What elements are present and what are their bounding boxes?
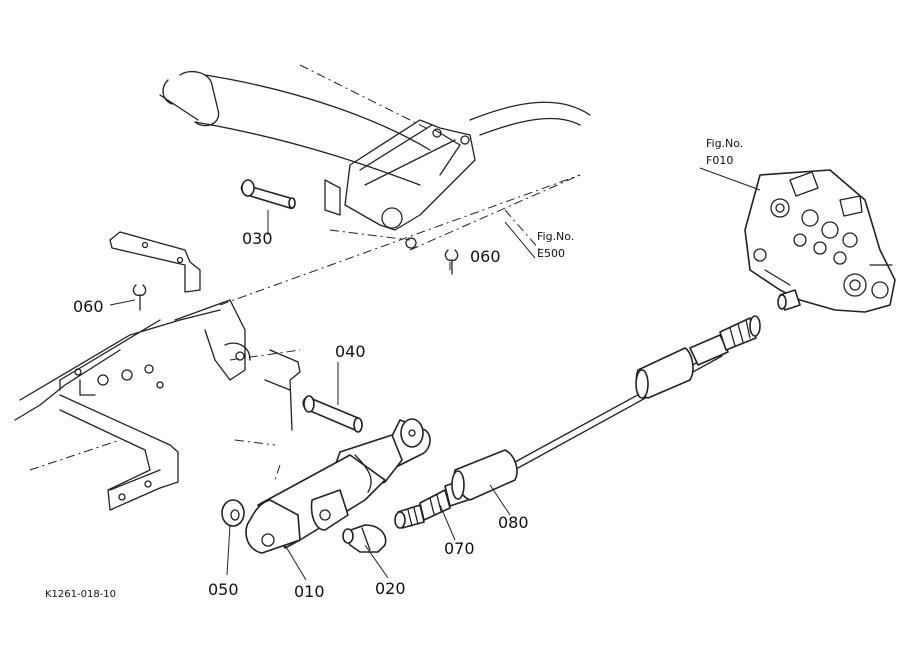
- part-020-elbow: [342, 524, 387, 553]
- label-060-lower: 060: [73, 297, 104, 316]
- control-valve: [744, 169, 896, 313]
- chassis-frame: [14, 174, 581, 511]
- ref-f010-line2: F010: [706, 154, 733, 167]
- ref-f010-line1: Fig.No.: [706, 137, 743, 150]
- drawing-code: K1261-018-10: [45, 589, 116, 600]
- part-010-cylinder: [245, 418, 431, 554]
- label-040: 040: [335, 342, 366, 361]
- part-060b-cotter-pin: [132, 284, 147, 311]
- label-070: 070: [444, 539, 475, 558]
- ref-e500-line1: Fig.No.: [537, 230, 574, 243]
- part-060a-cotter-pin: [444, 249, 459, 275]
- part-080-hose: [451, 315, 761, 501]
- part-040-pin: [302, 395, 363, 433]
- part-030-pin: [240, 179, 296, 210]
- reference-labels: Fig.No. E500 Fig.No. F010: [537, 137, 743, 260]
- lift-arm-assembly: [159, 64, 591, 251]
- ref-e500-line2: E500: [537, 247, 565, 260]
- part-labels: 030 040 060 060 050 010 020 070 080: [73, 229, 529, 601]
- part-070-hose-fitting: [394, 479, 469, 529]
- part-050-washer: [221, 499, 245, 527]
- label-060-upper: 060: [470, 247, 501, 266]
- label-030: 030: [242, 229, 273, 248]
- label-080: 080: [498, 513, 529, 532]
- label-010: 010: [294, 582, 325, 601]
- leader-lines: [109, 167, 761, 581]
- label-050: 050: [208, 580, 239, 599]
- label-020: 020: [375, 579, 406, 598]
